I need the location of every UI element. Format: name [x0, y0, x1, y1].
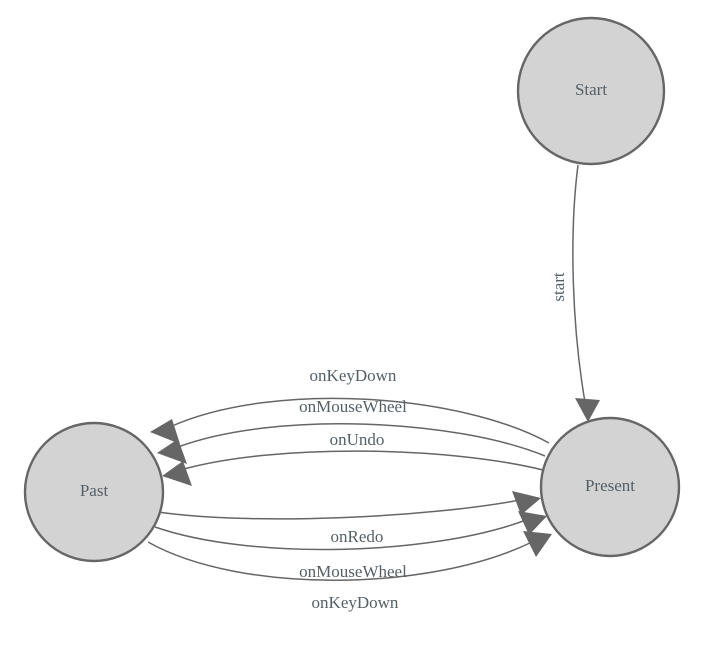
edge-path-keydown-down [147, 541, 533, 581]
node-past-circle [23, 421, 165, 563]
edge-present-to-past-onkeydown[interactable]: onKeyDown [150, 366, 550, 444]
node-start-label: Start [575, 80, 607, 99]
edge-path-undo [183, 450, 544, 471]
edge-start-to-present[interactable]: start [549, 164, 600, 422]
edge-path-start [572, 164, 587, 409]
arrowhead-keydown-up [150, 419, 180, 444]
arrowhead-redo [512, 491, 541, 515]
arrowhead-start-to-present [575, 398, 600, 422]
edge-label-wheel-up: onMouseWheel [299, 397, 407, 416]
edge-path-keydown-up [171, 397, 550, 444]
edge-label-wheel-down: onMouseWheel [299, 562, 407, 581]
node-present-circle [539, 416, 681, 558]
edge-past-to-present-onredo[interactable]: onRedo [157, 491, 541, 546]
node-past[interactable]: Past [23, 421, 165, 563]
arrowhead-undo [162, 461, 192, 486]
edge-past-to-present-onmousewheel[interactable]: onMouseWheel [154, 511, 547, 581]
edge-label-keydown-down: onKeyDown [312, 593, 399, 612]
edge-past-to-present-onkeydown[interactable]: onKeyDown [147, 531, 552, 612]
edge-label-start: start [549, 272, 568, 302]
edge-path-wheel-down [154, 519, 527, 551]
edge-present-to-past-onundo[interactable]: onUndo [162, 430, 544, 486]
node-start-circle [516, 16, 666, 166]
node-present[interactable]: Present [539, 416, 681, 558]
edge-path-wheel-up [177, 423, 546, 457]
node-start[interactable]: Start [516, 16, 666, 166]
arrowhead-keydown-down [523, 531, 552, 557]
node-past-label: Past [80, 481, 109, 500]
edge-label-undo: onUndo [330, 430, 385, 449]
edge-label-keydown-up: onKeyDown [310, 366, 397, 385]
edge-present-to-past-onmousewheel[interactable]: onMouseWheel [157, 397, 546, 464]
edge-label-redo: onRedo [331, 527, 384, 546]
node-present-label: Present [585, 476, 635, 495]
arrowhead-wheel-down [518, 511, 547, 535]
edge-path-redo [157, 499, 521, 520]
arrowhead-wheel-up [157, 439, 187, 464]
